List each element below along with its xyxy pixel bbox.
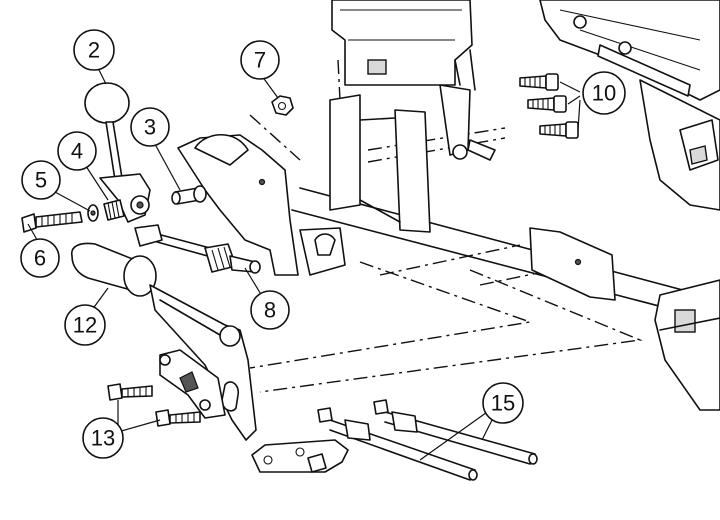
callout-10: 10 <box>582 71 626 115</box>
callout-7-label: 7 <box>254 48 266 73</box>
part-15-cables <box>317 399 538 481</box>
callout-15: 15 <box>482 382 524 424</box>
callout-3-label: 3 <box>144 115 156 140</box>
right-machinery <box>529 0 720 411</box>
callout-6-label: 6 <box>34 246 46 271</box>
callout-3: 3 <box>130 107 170 147</box>
callout-8-label: 8 <box>264 298 276 323</box>
callout-4-label: 4 <box>71 139 83 164</box>
part-5-washer <box>87 204 99 222</box>
part-6-bolt <box>21 211 83 233</box>
part-7-nut <box>271 95 294 116</box>
callout-10-label: 10 <box>592 81 616 106</box>
callout-13-label: 13 <box>91 426 115 451</box>
callout-12-label: 12 <box>73 313 97 338</box>
callout-4: 4 <box>57 131 97 171</box>
callout-8: 8 <box>250 290 290 330</box>
callout-2: 2 <box>73 29 115 71</box>
equalizer-plate <box>251 439 349 473</box>
mounting-bracket <box>177 134 346 276</box>
part-12-brake-lever <box>71 242 257 441</box>
callout-2-label: 2 <box>88 38 100 63</box>
part-8-cable <box>134 224 261 274</box>
engine-block <box>329 0 496 233</box>
part-2-knob-lever <box>84 82 151 223</box>
callout-12: 12 <box>64 304 106 346</box>
callout-13: 13 <box>82 417 124 459</box>
chassis-frame <box>249 59 720 393</box>
callout-6: 6 <box>20 238 60 278</box>
callout-15-label: 15 <box>491 391 515 416</box>
part-10-bolts <box>519 73 579 139</box>
part-4-spring <box>103 199 125 221</box>
callout-5: 5 <box>21 160 61 200</box>
part-3-bushing <box>171 185 207 205</box>
part-13-bolts <box>107 383 201 427</box>
callout-7: 7 <box>240 40 280 80</box>
callout-5-label: 5 <box>35 168 47 193</box>
